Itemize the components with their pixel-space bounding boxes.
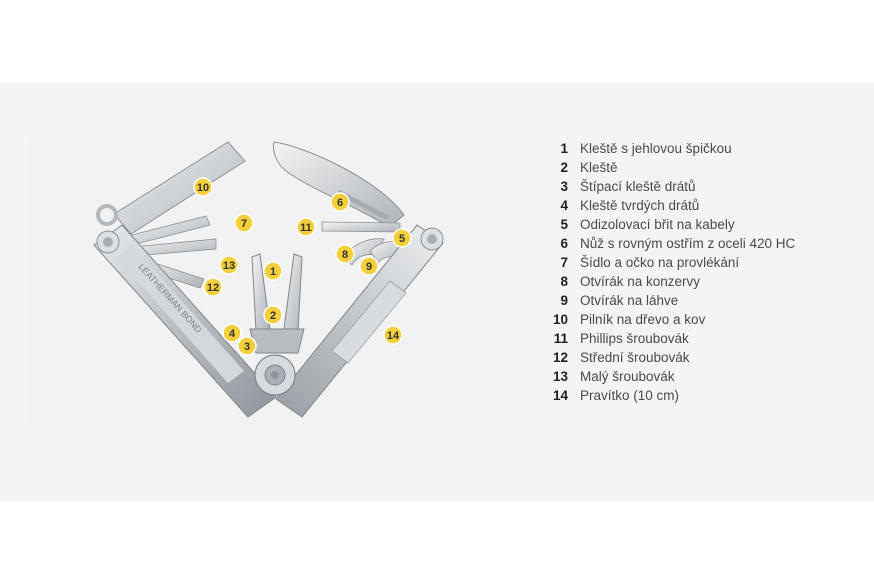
callout-11: 11 [296,217,316,237]
svg-text:14: 14 [387,330,400,342]
legend-label: Otvírák na konzervy [580,274,701,289]
legend-number: 12 [552,350,568,365]
legend-label: Nůž s rovným ostřím z oceli 420 HC [580,236,796,251]
legend-item: 4 Kleště tvrdých drátů [540,196,840,215]
pliers [249,253,305,396]
legend-label: Šídlo a očko na provlékání [580,255,740,270]
legend-number: 1 [560,141,568,156]
legend-number: 9 [560,293,568,308]
legend-item: 13 Malý šroubovák [540,367,840,386]
legend-number: 2 [560,160,568,175]
multitool-illustration: LEATHERMAN BOND 1 2 3 4 5 6 7 8 9 [93,141,444,418]
legend-item: 3 Štípací kleště drátů [540,177,840,196]
legend-item: 6 Nůž s rovným ostřím z oceli 420 HC [540,234,840,253]
callout-7: 7 [234,213,254,233]
svg-text:5: 5 [399,233,405,245]
right-handle [275,224,444,418]
svg-text:3: 3 [244,341,250,353]
legend-label: Phillips šroubovák [580,331,689,346]
legend-item: 2 Kleště [540,158,840,177]
knife-blade [273,141,405,228]
legend-item: 5 Odizolovací břit na kabely [540,215,840,234]
left-handle: LEATHERMAN BOND [93,224,277,418]
legend-label: Pilník na dřevo a kov [580,312,706,327]
legend-label: Kleště [580,160,618,175]
legend-list: 1 Kleště s jehlovou špičkou 2 Kleště 3 Štíp… [540,139,840,405]
legend-label: Malý šroubovák [580,369,675,384]
callout-5: 5 [392,228,412,248]
legend-number: 8 [560,274,568,289]
legend-item: 11 Phillips šroubovák [540,329,840,348]
legend-label: Kleště s jehlovou špičkou [580,141,732,156]
legend-item: 10 Pilník na dřevo a kov [540,310,840,329]
svg-text:9: 9 [366,261,372,273]
legend-number: 6 [560,236,568,251]
multitool-image: LEATHERMAN BOND 1 2 3 4 5 6 7 8 9 [28,139,527,425]
legend-item: 12 Střední šroubovák [540,348,840,367]
svg-text:10: 10 [197,182,209,194]
callout-14: 14 [383,325,403,345]
legend-number: 11 [553,331,568,346]
callout-9: 9 [359,256,379,276]
svg-text:13: 13 [223,260,235,272]
callout-1: 1 [263,261,283,281]
svg-text:1: 1 [270,266,276,278]
legend-label: Kleště tvrdých drátů [580,198,700,213]
legend-item: 14 Pravítko (10 cm) [540,386,840,405]
legend-label: Otvírák na láhve [580,293,679,308]
legend-label: Štípací kleště drátů [580,179,696,194]
svg-text:7: 7 [241,218,247,230]
legend-number: 5 [560,217,568,232]
file-tool [113,141,246,235]
svg-text:2: 2 [270,310,276,322]
legend-item: 8 Otvírák na konzervy [540,272,840,291]
callout-10: 10 [193,177,213,197]
callout-8: 8 [335,244,355,264]
legend-number: 13 [552,369,568,384]
callout-2: 2 [263,305,283,325]
callout-3: 3 [237,336,257,356]
legend-number: 10 [552,312,568,327]
legend-label: Odizolovací břit na kabely [580,217,735,232]
callout-12: 12 [203,277,223,297]
legend-number: 3 [560,179,568,194]
legend-number: 4 [560,198,568,213]
lanyard-ring [96,204,118,226]
svg-text:11: 11 [300,222,312,234]
legend-item: 1 Kleště s jehlovou špičkou [540,139,840,158]
callout-4: 4 [222,323,242,343]
legend-label: Střední šroubovák [580,350,690,365]
legend-item: 7 Šídlo a očko na provlékání [540,253,840,272]
svg-text:12: 12 [207,282,219,294]
svg-text:8: 8 [342,249,348,261]
svg-text:6: 6 [337,197,343,209]
legend-label: Pravítko (10 cm) [580,388,680,403]
svg-text:4: 4 [229,328,236,340]
legend-number: 7 [560,255,568,270]
legend-number: 14 [552,388,568,403]
callout-6: 6 [330,192,350,212]
legend-item: 9 Otvírák na láhve [540,291,840,310]
callout-13: 13 [219,255,239,275]
